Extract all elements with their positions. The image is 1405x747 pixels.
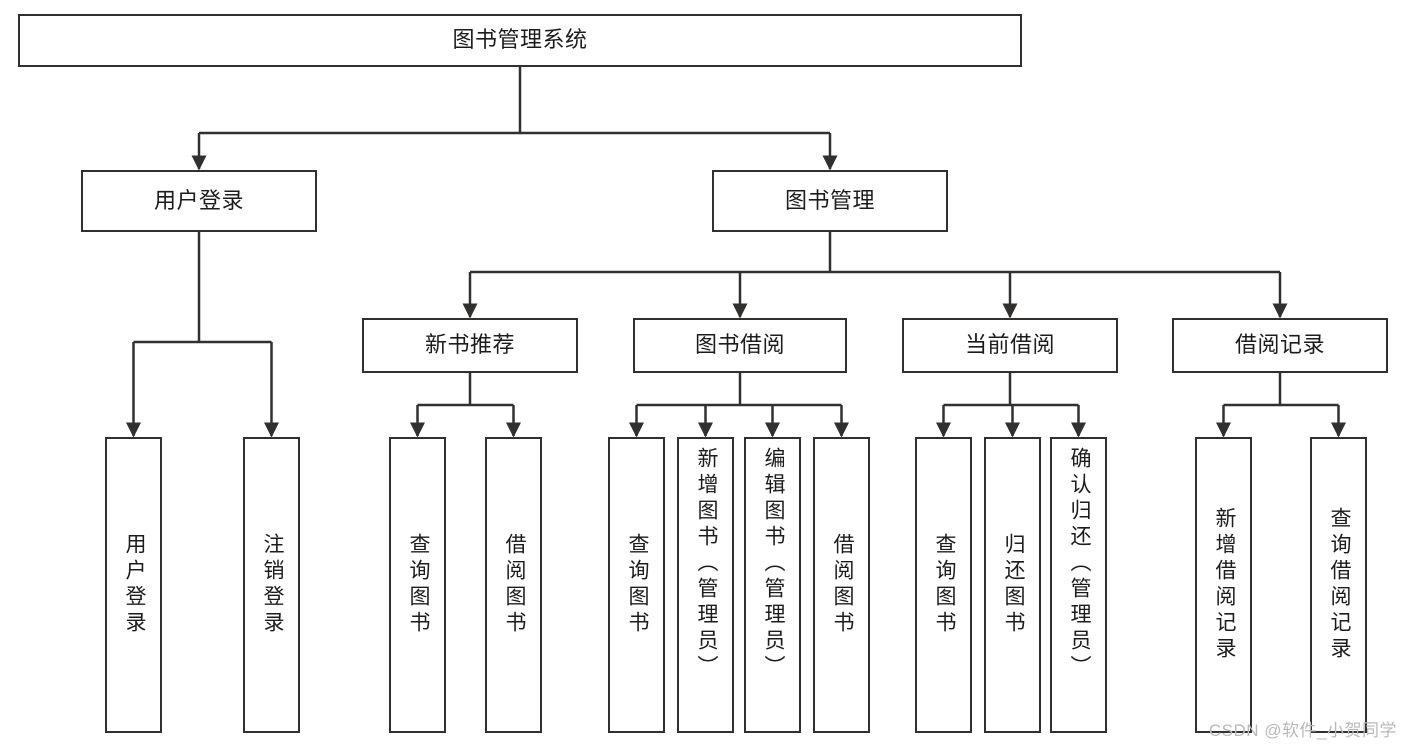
node-label: 用户登录 <box>153 187 244 213</box>
node-label: 编辑图书（管理员） <box>761 447 785 681</box>
watermark: CSDN @软件_小贺同学 <box>1208 721 1397 740</box>
node-label: 借阅图书 <box>502 533 526 637</box>
node-root[interactable]: 图书管理系统 <box>18 14 1022 67</box>
node-label: 查询图书 <box>625 533 649 637</box>
node-leaf-borrow-book-2[interactable]: 借阅图书 <box>813 437 870 733</box>
node-book-borrow[interactable]: 图书借阅 <box>633 318 847 373</box>
node-label: 查询借阅记录 <box>1327 507 1351 663</box>
node-leaf-borrow-book-1[interactable]: 借阅图书 <box>485 437 542 733</box>
node-label: 新增图书（管理员） <box>694 447 718 681</box>
node-label: 新书推荐 <box>424 332 515 358</box>
node-leaf-confirm-return-admin[interactable]: 确认归还（管理员） <box>1050 437 1107 733</box>
node-leaf-return-book[interactable]: 归还图书 <box>984 437 1041 733</box>
node-label: 当前借阅 <box>964 332 1055 358</box>
node-label: 查询图书 <box>932 533 956 637</box>
node-label: 新增借阅记录 <box>1212 507 1236 663</box>
node-label: 图书借阅 <box>694 332 785 358</box>
node-label: 借阅图书 <box>830 533 854 637</box>
node-book-manage[interactable]: 图书管理 <box>712 170 948 232</box>
node-leaf-add-borrow-record[interactable]: 新增借阅记录 <box>1195 437 1252 733</box>
node-leaf-query-borrow-record[interactable]: 查询借阅记录 <box>1310 437 1367 733</box>
node-leaf-query-book-1[interactable]: 查询图书 <box>389 437 446 733</box>
node-label: 图书管理 <box>784 187 875 213</box>
node-label: 用户登录 <box>122 533 146 637</box>
node-leaf-user-login[interactable]: 用户登录 <box>105 437 162 733</box>
node-current-borrow[interactable]: 当前借阅 <box>902 318 1118 373</box>
node-leaf-query-book-3[interactable]: 查询图书 <box>915 437 972 733</box>
node-label: 注销登录 <box>260 533 284 637</box>
node-leaf-edit-book-admin[interactable]: 编辑图书（管理员） <box>744 437 801 733</box>
node-borrow-record[interactable]: 借阅记录 <box>1172 318 1388 373</box>
node-leaf-query-book-2[interactable]: 查询图书 <box>608 437 665 733</box>
node-label: 归还图书 <box>1001 533 1025 637</box>
node-user-login[interactable]: 用户登录 <box>81 170 317 232</box>
node-leaf-add-book-admin[interactable]: 新增图书（管理员） <box>677 437 734 733</box>
node-label: 图书管理系统 <box>452 27 588 53</box>
node-new-book-rec[interactable]: 新书推荐 <box>362 318 578 373</box>
node-label: 借阅记录 <box>1234 332 1325 358</box>
node-label: 确认归还（管理员） <box>1067 447 1091 681</box>
node-label: 查询图书 <box>406 533 430 637</box>
node-leaf-user-logout[interactable]: 注销登录 <box>243 437 300 733</box>
